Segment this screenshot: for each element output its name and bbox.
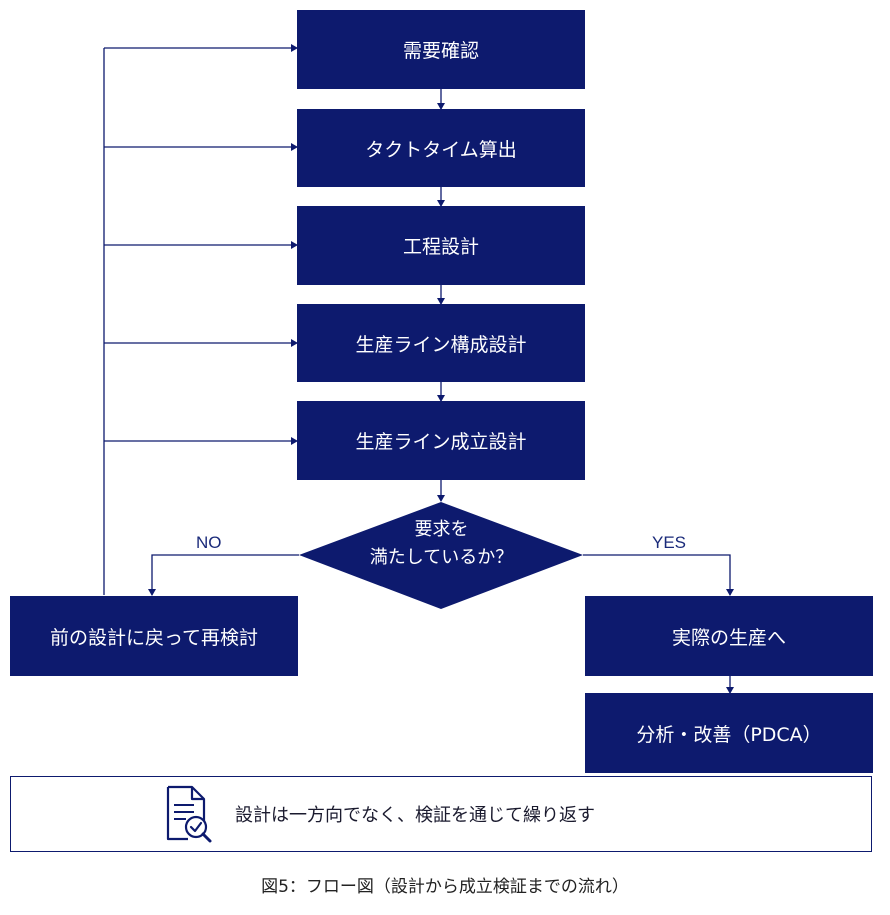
step-takt-time-label: タクトタイム算出 [365, 138, 517, 161]
decision-text: 要求を 満たしているか？ [300, 516, 583, 572]
decision-line-1: 要求を [414, 519, 469, 540]
note-text: 設計は一方向でなく、検証を通じて繰り返す [235, 805, 595, 826]
step-line-config: 生産ライン構成設計 [297, 304, 585, 382]
no-branch-box: 前の設計に戻って再検討 [10, 596, 298, 676]
step-takt-time: タクトタイム算出 [297, 109, 585, 187]
decision-diamond [299, 502, 583, 609]
step-process-design-label: 工程設計 [402, 236, 479, 258]
yes-production-box: 実際の生産へ [585, 596, 873, 676]
step-line-feasibility-label: 生産ライン成立設計 [355, 431, 527, 453]
yes-production-label: 実際の生産へ [671, 626, 786, 649]
step-line-config-label: 生産ライン構成設計 [355, 333, 527, 356]
step-process-design: 工程設計 [297, 206, 585, 285]
no-label: NO [196, 533, 222, 552]
yes-branch-line [583, 554, 734, 596]
figure-caption: 図5：フロー図（設計から成立検証までの流れ） [261, 877, 629, 897]
yes-analysis-box: 分析・改善（PDCA） [585, 693, 873, 773]
no-branch-line [148, 554, 299, 596]
yes-analysis-label: 分析・改善（PDCA） [636, 723, 822, 746]
step-line-feasibility: 生産ライン成立設計 [297, 401, 585, 480]
step-demand-check: 需要確認 [297, 10, 585, 89]
document-search-icon [166, 785, 212, 843]
step-demand-check-label: 需要確認 [402, 40, 479, 62]
note-box: 設計は一方向でなく、検証を通じて繰り返す [10, 776, 872, 852]
yes-label: YES [652, 533, 687, 552]
decision-line-2: 満たしているか？ [369, 547, 514, 568]
no-branch-label: 前の設計に戻って再検討 [49, 626, 259, 649]
